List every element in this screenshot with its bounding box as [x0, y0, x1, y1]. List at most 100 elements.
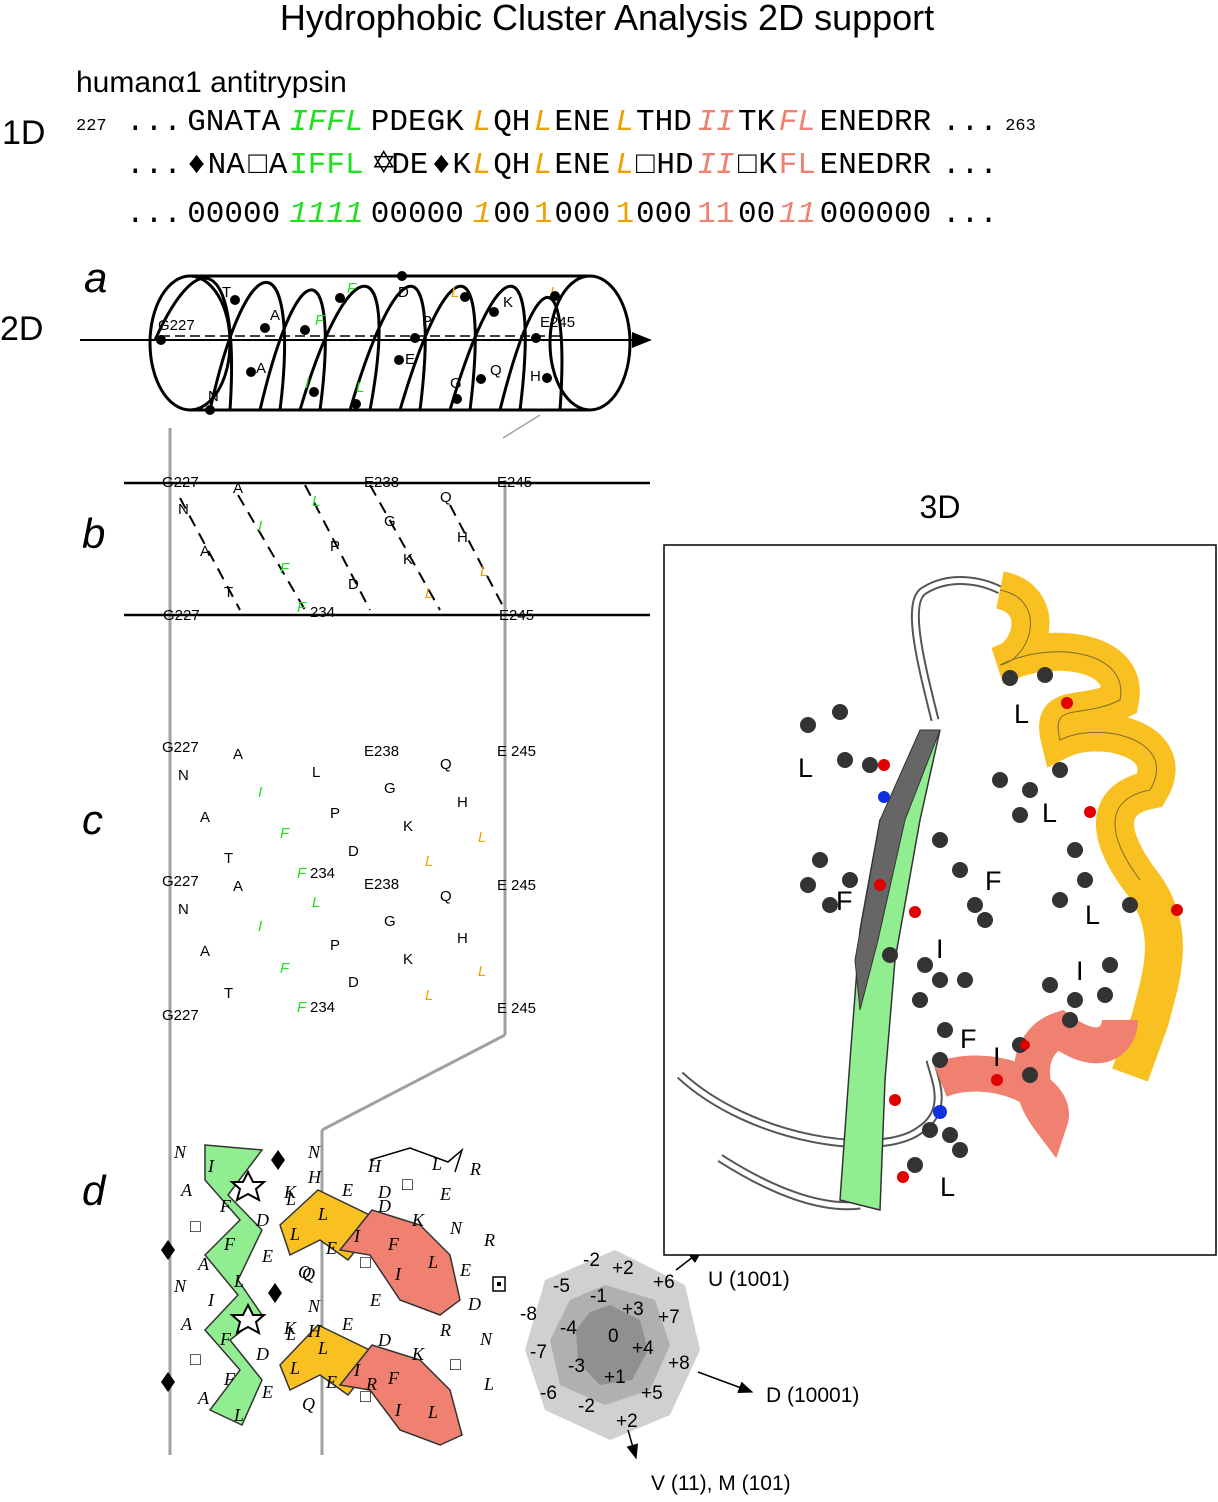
panel-a-label: a [84, 254, 107, 301]
residue-label: P [422, 313, 432, 330]
star-icon [229, 1302, 267, 1336]
arrow-d-label: D (10001) [766, 1384, 859, 1407]
hex-value: +5 [641, 1383, 663, 1404]
helix-dot [205, 405, 215, 415]
residue-label: E238 [364, 474, 399, 491]
diamond-icon [161, 1372, 175, 1392]
hca-residue: E [261, 1246, 273, 1266]
hca-residue: D [377, 1196, 391, 1216]
helix-dot [156, 335, 166, 345]
helix-residues: TFDLKLAFPG227E245EAILGQHN [156, 271, 575, 415]
panel-b-label: b [82, 510, 105, 557]
seq-segment: □ [738, 148, 757, 183]
residue-label: Q [440, 756, 452, 773]
protein-name-text: human [76, 66, 168, 99]
residue-label: L [312, 493, 320, 510]
hca-residue: R [365, 1374, 377, 1394]
hca-residue: I [394, 1264, 402, 1284]
star-icons [229, 1169, 267, 1336]
seq-segment: TK [738, 105, 776, 140]
residue-label: E [497, 877, 507, 894]
star-icon [229, 1169, 267, 1203]
residue-label: G227 [163, 607, 200, 624]
hca-residue: E [325, 1372, 337, 1392]
cluster-red-2 [338, 1344, 463, 1446]
structure-residue-label: L [940, 1172, 955, 1202]
structure-3d [676, 571, 1183, 1211]
seq-segment: NA [208, 148, 246, 183]
hex-value: +1 [604, 1367, 626, 1388]
residue-label: P [330, 937, 340, 954]
residue-label: N [178, 901, 189, 918]
seq-segment: □ [636, 148, 655, 183]
seq-segment: GNATA [187, 105, 280, 140]
residue-label: E238 [364, 743, 399, 760]
hca-residue: Q [302, 1264, 315, 1284]
hca-residue: H [367, 1156, 382, 1176]
hca-residue: F [223, 1234, 236, 1254]
net-b-lines [124, 481, 650, 617]
seq-segment: K [452, 148, 471, 183]
residue-label: F [297, 599, 307, 616]
hca-symbols [161, 1150, 285, 1392]
hca-residue: K [283, 1182, 297, 1202]
hca-residue: L [285, 1324, 296, 1344]
seq-ellipsis: ... [126, 148, 182, 183]
seq-segment: L [473, 148, 492, 183]
residue-label: E238 [364, 876, 399, 893]
seq-ellipsis: ... [126, 105, 182, 140]
hca-residue: L [317, 1338, 328, 1358]
hex-value: -5 [553, 1276, 570, 1297]
seq-end-number: 263 [1005, 117, 1036, 136]
hca-residue: N [173, 1142, 187, 1162]
protein-name: humanα1 antitrypsin [76, 66, 347, 99]
seq-segment: ✡ [371, 148, 397, 183]
hca-residue: R [483, 1230, 495, 1250]
hex-neighborhood [525, 1250, 700, 1440]
seq-segment: ♦ [187, 148, 206, 183]
hca-residue: K [411, 1344, 425, 1364]
hex-value: -4 [560, 1318, 577, 1339]
seq-segment: QH [493, 105, 530, 140]
hca-clusters [203, 1144, 464, 1446]
hca-residue: L [317, 1204, 328, 1224]
hex-value: +7 [658, 1307, 680, 1328]
hex-value: -6 [540, 1383, 557, 1404]
residue-label: N [178, 767, 189, 784]
seq-segment: 11 [697, 197, 734, 232]
hca-residue: H [307, 1321, 322, 1341]
seq-segment: 1 [616, 197, 635, 232]
residue-label: F [297, 999, 307, 1016]
seq-ellipsis: ... [126, 197, 182, 232]
diamond-icon [161, 1240, 175, 1260]
residue-label: 234 [310, 604, 335, 621]
residue-label: E [497, 743, 507, 760]
hca-residue: L [233, 1405, 244, 1425]
hex-value: -1 [590, 1286, 607, 1307]
cluster-green [203, 1144, 264, 1427]
hex-value: +4 [632, 1338, 654, 1359]
residue-label: N [208, 388, 219, 405]
panel-c-label: c [82, 796, 103, 843]
seq-segment: FL [779, 105, 816, 140]
hca-residue: D [377, 1182, 391, 1202]
residue-label: A [233, 878, 243, 895]
residue-label: K [403, 551, 413, 568]
hex-value: 0 [608, 1326, 619, 1347]
hca-residue: I [207, 1290, 215, 1310]
residue-label: Q [440, 888, 452, 905]
seq-segment: FL [779, 148, 816, 183]
seq-segment: II [697, 105, 734, 140]
square-icon: □ [402, 1174, 413, 1194]
residue-label: D [348, 843, 359, 860]
seq-segment: IFFL [289, 105, 363, 140]
helix-dot [230, 295, 240, 305]
seq-segment: 00000 [371, 197, 464, 232]
residue-label: A [233, 746, 243, 763]
protein-symbol: α1 antitrypsin [168, 66, 347, 99]
square-icon: □ [360, 1386, 371, 1406]
residue-label: F [315, 312, 325, 329]
